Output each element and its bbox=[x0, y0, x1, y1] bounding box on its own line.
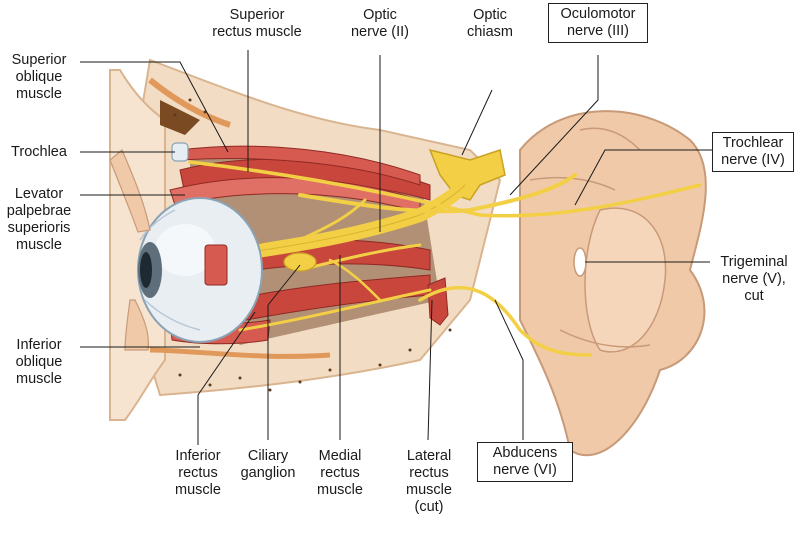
label-abducens-nerve: Abducens nerve (VI) bbox=[477, 442, 573, 482]
ciliary-ganglion-shape bbox=[283, 252, 317, 272]
label-inferior-oblique: Inferior oblique muscle bbox=[15, 337, 63, 387]
trochlear-nerve-shape bbox=[188, 160, 702, 218]
leader-inferior-rectus bbox=[197, 311, 256, 445]
label-optic-nerve: Optic nerve (II) bbox=[350, 7, 409, 40]
leader-ciliary bbox=[267, 264, 301, 440]
leader-optic-chiasm bbox=[461, 89, 493, 156]
leader-oculomotor bbox=[509, 55, 599, 196]
nerves bbox=[188, 160, 702, 357]
brainstem bbox=[519, 110, 707, 457]
leader-abducens bbox=[494, 299, 524, 440]
abducens-nerve-shape bbox=[418, 286, 592, 357]
lower-eyelid bbox=[124, 299, 150, 351]
label-superior-oblique: Superior oblique muscle bbox=[11, 52, 67, 102]
label-ciliary-ganglion: Ciliary ganglion bbox=[240, 448, 296, 481]
label-lateral-rectus: Lateral rectus muscle (cut) bbox=[406, 448, 452, 515]
superior-oblique-shape bbox=[179, 145, 421, 186]
eyeball bbox=[137, 197, 263, 343]
label-medial-rectus: Medial rectus muscle bbox=[317, 448, 363, 498]
label-trigeminal-nerve: Trigeminal nerve (V), cut bbox=[720, 254, 788, 304]
label-levator: Levator palpebrae superioris muscle bbox=[6, 186, 72, 253]
rectus-insertion bbox=[204, 244, 228, 286]
optic-chiasm-shape bbox=[428, 148, 506, 201]
label-oculomotor-nerve: Oculomotor nerve (III) bbox=[548, 3, 648, 43]
label-optic-chiasm: Optic chiasm bbox=[467, 7, 513, 40]
leader-lines bbox=[80, 50, 712, 445]
leader-trochlear bbox=[574, 149, 712, 206]
leader-lateral-rectus bbox=[427, 299, 433, 441]
label-superior-rectus: Superior rectus muscle bbox=[212, 7, 302, 40]
upper-eyelid bbox=[109, 149, 151, 233]
label-inferior-rectus: Inferior rectus muscle bbox=[175, 448, 221, 498]
label-trochlear-nerve: Trochlear nerve (IV) bbox=[712, 132, 794, 172]
leader-superior-oblique bbox=[80, 61, 229, 153]
label-trochlea: Trochlea bbox=[11, 144, 67, 160]
